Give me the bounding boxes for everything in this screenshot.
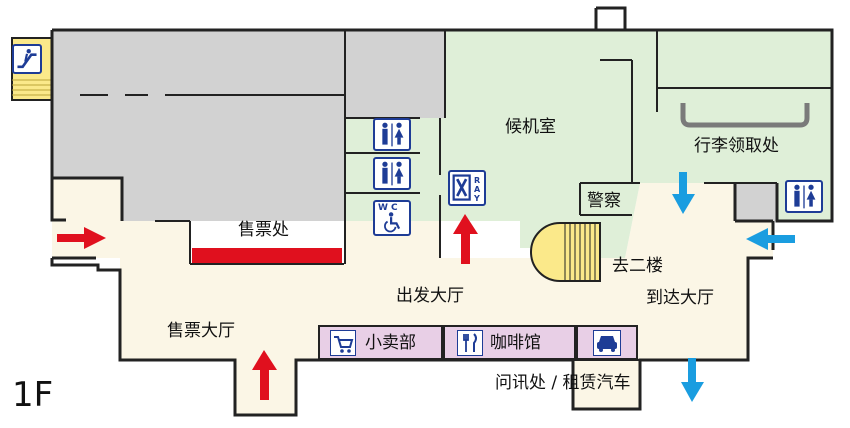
restroom-icon: [785, 180, 823, 213]
entry-arrow-bottom: [252, 350, 277, 400]
cafe-label: 咖啡馆: [490, 333, 541, 353]
baggage-carousel: [680, 103, 810, 128]
car-icon: [593, 330, 621, 356]
entry-arrow-security: [453, 214, 478, 264]
exit-arrow-bottom: [681, 358, 704, 402]
gray-corner-room: [735, 183, 777, 221]
cafe-shop: 咖啡馆: [443, 325, 576, 360]
escalator-icon: [12, 44, 42, 74]
stairs-upstairs: [530, 222, 601, 282]
xray-security-icon: RAY: [448, 170, 486, 206]
kiosk-label: 小卖部: [365, 333, 416, 353]
cutlery-icon: [457, 330, 483, 356]
ticket-hall-label: 售票大厅: [167, 321, 235, 341]
departure-hall-label: 出发大厅: [396, 286, 464, 306]
entry-arrow-left: [57, 227, 106, 249]
info-rental-label: 问讯处 / 租赁汽车: [495, 373, 631, 393]
kiosk-shop: 小卖部: [318, 325, 443, 360]
wc-icon-text: W C: [378, 203, 398, 213]
ticket-office-label: 售票处: [238, 220, 289, 240]
xray-icon-text: RAY: [474, 176, 481, 203]
car-rental-shop: [576, 325, 638, 360]
gray-corridor: [345, 30, 445, 118]
restroom-icon: [373, 118, 411, 151]
baggage-claim-label: 行李领取处: [694, 136, 779, 156]
floor-label: 1F: [12, 375, 54, 415]
police-label: 警察: [587, 191, 621, 211]
ticket-counter-bar: [192, 248, 342, 264]
restricted-gray-area: [52, 30, 345, 221]
exit-arrow-right: [746, 228, 795, 250]
exit-arrow-baggage: [672, 172, 695, 214]
accessible-wc-icon: W C: [373, 200, 411, 236]
shopping-cart-icon: [330, 330, 356, 356]
waiting-room-label: 候机室: [505, 117, 556, 137]
upstairs-label: 去二楼: [612, 256, 663, 276]
arrival-hall-label: 到达大厅: [646, 288, 714, 308]
restroom-icon: [373, 157, 411, 190]
